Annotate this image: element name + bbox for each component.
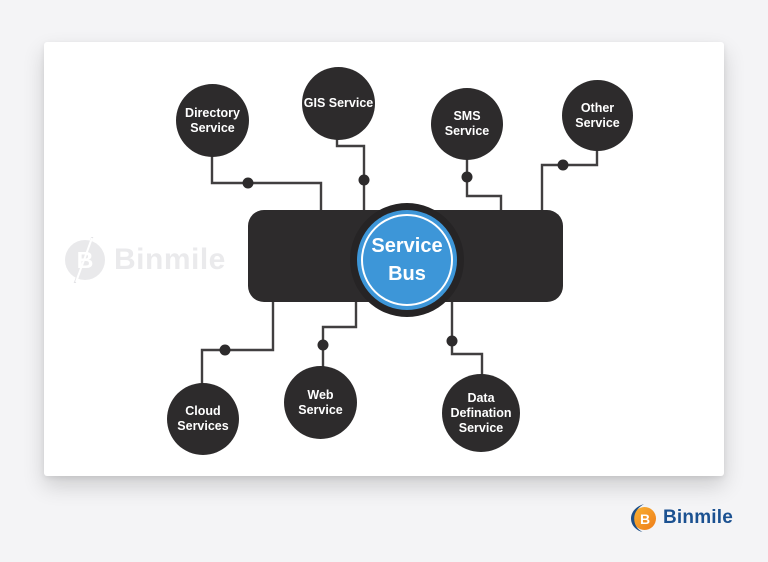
svg-text:B: B xyxy=(77,247,94,273)
watermark: B Binmile xyxy=(63,237,226,283)
service-bus-circle-inner: Service Bus xyxy=(357,210,457,310)
node-sms-service: SMS Service xyxy=(431,88,503,160)
node-data-defination-service: Data Defination Service xyxy=(442,374,520,452)
node-label: Other Service xyxy=(575,100,620,130)
svg-text:B: B xyxy=(640,511,650,527)
node-label: Cloud Services xyxy=(177,404,229,433)
footer-brand-text: Binmile xyxy=(663,507,734,528)
node-gis-service: GIS Service xyxy=(302,67,375,140)
node-web-service: Web Service xyxy=(284,366,357,439)
node-label: Data Defination Service xyxy=(450,390,512,435)
binmile-logo-icon: B xyxy=(631,504,656,532)
node-directory-service: Directory Service xyxy=(176,84,249,157)
watermark-text: Binmile xyxy=(114,243,226,276)
node-other-service: Other Service xyxy=(562,80,633,151)
service-bus-label: Service Bus xyxy=(371,235,443,285)
node-label: Directory Service xyxy=(185,105,240,135)
node-label: GIS Service xyxy=(303,96,374,110)
node-label: SMS Service xyxy=(444,109,490,138)
node-cloud-services: Cloud Services xyxy=(167,383,239,455)
footer-brand-logo: B Binmile xyxy=(629,503,733,533)
binmile-watermark-icon: B xyxy=(65,237,105,283)
node-label: Web Service xyxy=(298,387,343,417)
service-bus-circle: Service Bus xyxy=(350,203,464,317)
